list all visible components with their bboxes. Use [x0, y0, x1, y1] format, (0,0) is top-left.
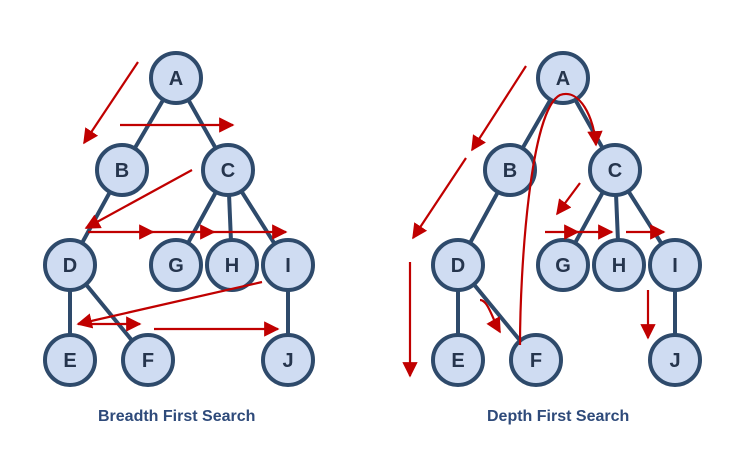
svg-text:D: D — [63, 255, 77, 277]
svg-text:I: I — [672, 255, 678, 277]
dfs-caption: Depth First Search — [487, 408, 630, 425]
dfs-node-E: E — [431, 333, 485, 387]
svg-text:B: B — [503, 160, 517, 182]
bfs-node-G: G — [149, 238, 203, 292]
dfs-node-B: B — [483, 143, 537, 197]
dfs-node-D: D — [431, 238, 485, 292]
bfs-node-I: I — [261, 238, 315, 292]
dfs-arrow-B-D — [412, 157, 467, 240]
bfs-node-E: E — [43, 333, 97, 387]
svg-text:G: G — [555, 255, 571, 277]
bfs-node-C: C — [201, 143, 255, 197]
svg-text:H: H — [612, 255, 626, 277]
svg-text:D: D — [451, 255, 465, 277]
svg-text:F: F — [530, 350, 542, 372]
svg-text:A: A — [556, 68, 570, 90]
bfs-nodes: A B C D G H I E F J — [43, 51, 315, 387]
dfs-nodes: A B C D G H I E F J — [431, 51, 702, 387]
svg-text:C: C — [221, 160, 235, 182]
svg-text:J: J — [282, 350, 293, 372]
dfs-arrow-C-G — [556, 182, 581, 216]
dfs-arrow-A-B — [471, 65, 527, 152]
dfs-node-H: H — [592, 238, 646, 292]
dfs-arrow-E-F — [479, 298, 501, 334]
svg-text:G: G — [168, 255, 184, 277]
bfs-node-D: D — [43, 238, 97, 292]
svg-text:E: E — [63, 350, 76, 372]
dfs-node-G: G — [536, 238, 590, 292]
svg-text:B: B — [115, 160, 129, 182]
svg-text:E: E — [451, 350, 464, 372]
svg-text:J: J — [669, 350, 680, 372]
bfs-node-A: A — [149, 51, 203, 105]
dfs-node-I: I — [648, 238, 702, 292]
dfs-panel: A B C D G H I E F J — [402, 51, 702, 387]
dfs-traversal-arrows — [402, 65, 666, 378]
bfs-traversal-arrows — [76, 61, 288, 337]
svg-text:F: F — [142, 350, 154, 372]
bfs-node-H: H — [205, 238, 259, 292]
bfs-node-B: B — [95, 143, 149, 197]
svg-text:I: I — [285, 255, 291, 277]
bfs-arrow-I-E — [76, 280, 263, 329]
svg-text:A: A — [169, 68, 183, 90]
bfs-node-F: F — [121, 333, 175, 387]
bfs-node-J: J — [261, 333, 315, 387]
dfs-node-F: F — [509, 333, 563, 387]
dfs-node-A: A — [536, 51, 590, 105]
bfs-panel: A B C D G H I E F J — [43, 51, 315, 387]
dfs-node-J: J — [648, 333, 702, 387]
svg-text:C: C — [608, 160, 622, 182]
dfs-arrow-F-C — [518, 92, 603, 346]
bfs-arrow-start — [83, 61, 139, 145]
dfs-node-C: C — [588, 143, 642, 197]
bfs-arrow-C-D — [84, 169, 193, 229]
bfs-caption: Breadth First Search — [98, 408, 256, 425]
svg-text:H: H — [225, 255, 239, 277]
